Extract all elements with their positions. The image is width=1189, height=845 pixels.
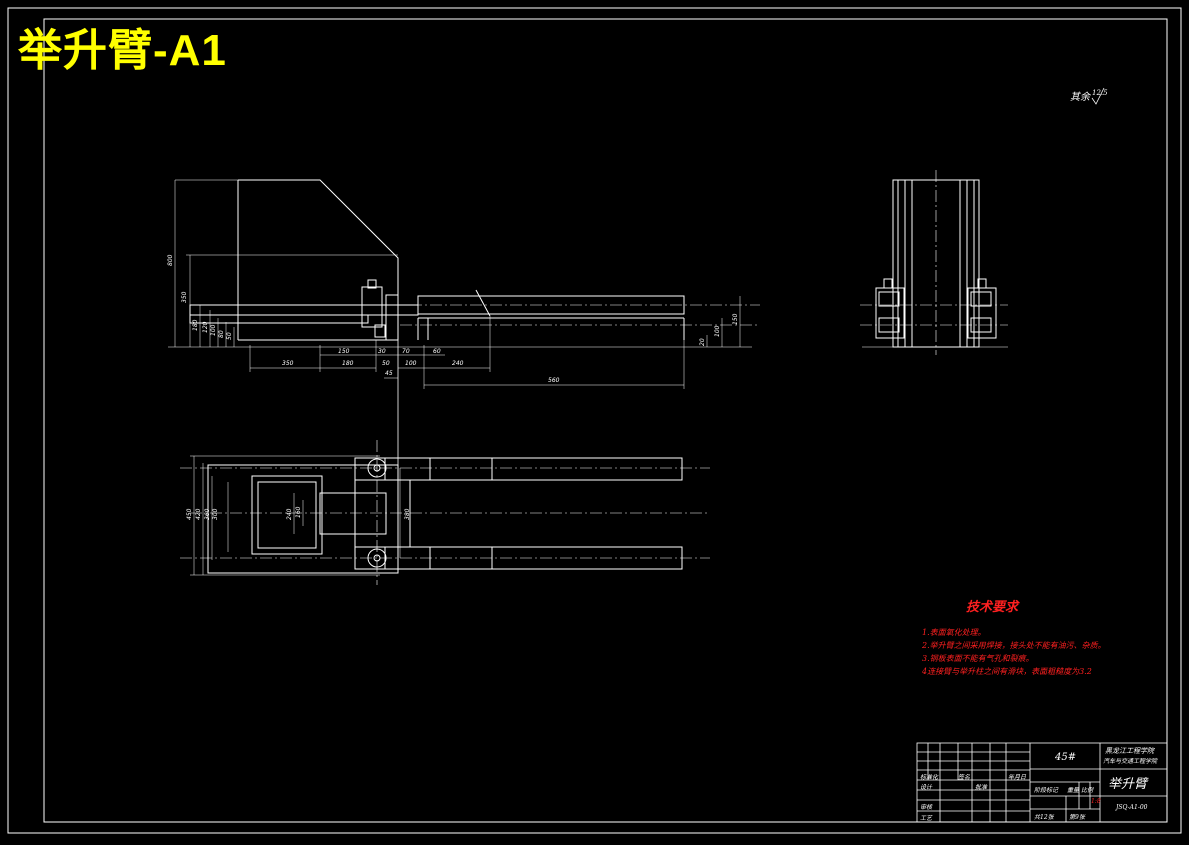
dim-text: 180 — [342, 360, 354, 367]
roughness-value: 12.5 — [1092, 89, 1108, 97]
title-block-frame — [916, 742, 1168, 823]
dim-text: 240 — [286, 508, 293, 520]
outer-frame — [7, 7, 1182, 834]
dim-text: 560 — [548, 377, 560, 384]
roughness-label: 其余 — [1070, 92, 1090, 103]
tb-design-label: 设计 — [920, 784, 933, 791]
weight-label: 重量 — [1067, 787, 1080, 794]
roughness-symbol-icon — [1091, 87, 1105, 105]
scale-label: 比例 — [1081, 787, 1094, 794]
side-view — [860, 170, 1008, 355]
dim-text: 350 — [181, 291, 188, 303]
dim-text: 100 — [210, 324, 217, 336]
dim-text: 420 — [195, 508, 202, 520]
dim-text: 20 — [699, 338, 706, 346]
tech-requirement-item: 4连接臂与举升柱之间有滑块，表面粗糙度为3.2 — [922, 667, 1092, 676]
dim-text: 150 — [338, 348, 350, 355]
plan-view — [180, 440, 710, 585]
front-view — [168, 179, 760, 570]
dim-text: 450 — [186, 508, 193, 520]
inner-frame — [43, 18, 1168, 823]
part-name: 举升臂 — [1108, 777, 1148, 792]
drawing-number: JSQ-A1-00 — [1116, 804, 1148, 811]
dim-text: 50 — [382, 360, 390, 367]
tech-requirements-heading: 技术要求 — [966, 600, 1019, 615]
material-label: 45# — [1055, 752, 1077, 763]
dim-text: 180 — [192, 319, 199, 331]
dim-text: 120 — [202, 321, 209, 333]
tb-approve-label: 批准 — [975, 784, 988, 791]
tb-process-label: 工艺 — [920, 815, 933, 822]
school-department: 汽车与交通工程学院 — [1103, 758, 1158, 765]
scale-value: 1:8 — [1091, 798, 1101, 805]
tech-requirements-list: 1.表面氧化处理。 2.举升臂之间采用焊接，接头处不能有油污、杂质。 3.钢板表… — [922, 626, 1106, 678]
dim-text: 300 — [212, 508, 219, 520]
dim-text: 80 — [218, 330, 225, 338]
dim-text: 160 — [295, 506, 302, 518]
dim-text: 380 — [404, 508, 411, 520]
dim-text: 50 — [226, 332, 233, 340]
tb-sign-label: 签名 — [958, 774, 971, 781]
dim-text: 240 — [452, 360, 464, 367]
dim-text: 45 — [385, 370, 393, 377]
dim-text: 150 — [732, 313, 739, 325]
drawing-title: 举升臂-A1 — [18, 26, 227, 75]
dim-text: 70 — [402, 348, 410, 355]
tech-requirement-item: 3.钢板表面不能有气孔和裂痕。 — [922, 654, 1034, 663]
dim-text: 60 — [433, 348, 441, 355]
dim-text: 100 — [714, 325, 721, 337]
sheet-total: 共12张 — [1034, 814, 1054, 821]
dim-text: 360 — [204, 508, 211, 520]
tb-date-label: 年月日 — [1008, 774, 1027, 781]
dim-text: 30 — [378, 348, 386, 355]
tb-std-label: 标准化 — [920, 774, 939, 781]
stage-label: 阶段标记 — [1034, 787, 1059, 794]
dim-text: 800 — [167, 254, 174, 266]
school-name: 黑龙江工程学院 — [1105, 747, 1154, 755]
tech-requirement-item: 2.举升臂之间采用焊接，接头处不能有油污、杂质。 — [922, 641, 1106, 650]
tb-review-label: 审核 — [920, 804, 933, 811]
dim-text: 100 — [405, 360, 417, 367]
dim-text: 350 — [282, 360, 294, 367]
tech-requirement-item: 1.表面氧化处理。 — [922, 628, 986, 637]
sheet-number: 第9张 — [1069, 814, 1085, 821]
